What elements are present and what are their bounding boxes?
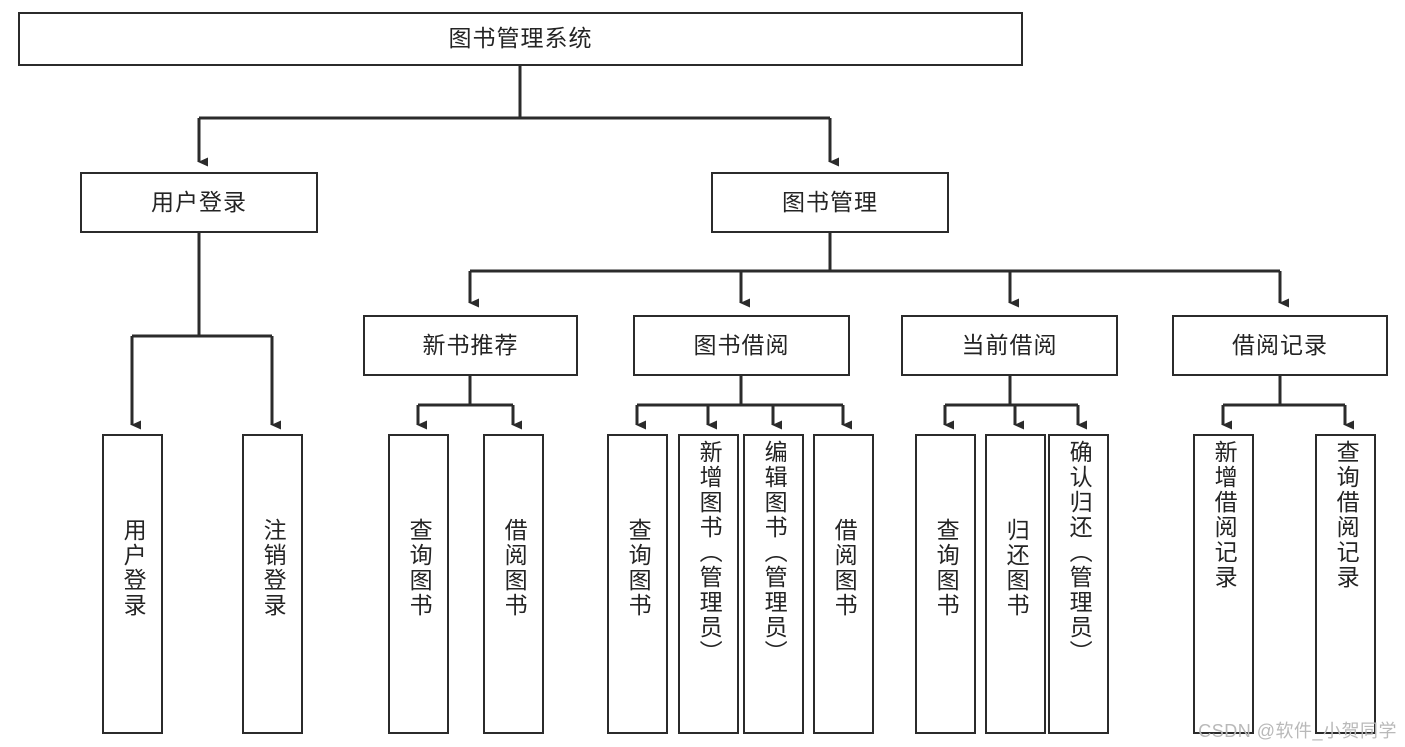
leaf-label: 归还图书 (1003, 518, 1030, 618)
node-current-borrow[interactable]: 当前借阅 (901, 315, 1118, 376)
leaf-book-borrow-add[interactable]: 新增图书（管理员） (678, 434, 739, 734)
leaf-borrow-record-query[interactable]: 查询借阅记录 (1315, 434, 1376, 734)
leaf-current-borrow-query[interactable]: 查询图书 (915, 434, 976, 734)
leaf-label: 确认归还（管理员） (1066, 440, 1093, 665)
node-user-login-label: 用户登录 (151, 188, 247, 215)
leaf-new-book-rec-query[interactable]: 查询图书 (388, 434, 449, 734)
node-current-borrow-label: 当前借阅 (961, 331, 1058, 358)
node-book-manage-label: 图书管理 (782, 188, 878, 215)
node-book-manage[interactable]: 图书管理 (711, 172, 949, 233)
leaf-label: 新增借阅记录 (1211, 440, 1238, 590)
leaf-label: 借阅图书 (501, 518, 528, 618)
leaf-label: 借阅图书 (831, 518, 858, 618)
leaf-user-login-login[interactable]: 用户登录 (102, 434, 163, 734)
leaf-new-book-rec-borrow[interactable]: 借阅图书 (483, 434, 544, 734)
leaf-book-borrow-query[interactable]: 查询图书 (607, 434, 668, 734)
node-borrow-record-label: 借阅记录 (1232, 331, 1328, 358)
node-new-book-rec[interactable]: 新书推荐 (363, 315, 578, 376)
leaf-label: 查询图书 (933, 518, 960, 618)
leaf-label: 注销登录 (260, 518, 287, 618)
node-borrow-record[interactable]: 借阅记录 (1172, 315, 1388, 376)
leaf-user-login-logout[interactable]: 注销登录 (242, 434, 303, 734)
node-book-borrow[interactable]: 图书借阅 (633, 315, 850, 376)
node-book-borrow-label: 图书借阅 (693, 331, 790, 358)
node-root[interactable]: 图书管理系统 (18, 12, 1023, 66)
leaf-book-borrow-borrow[interactable]: 借阅图书 (813, 434, 874, 734)
leaf-borrow-record-add[interactable]: 新增借阅记录 (1193, 434, 1254, 734)
leaf-label: 编辑图书（管理员） (761, 440, 788, 665)
leaf-label: 查询图书 (406, 518, 433, 618)
leaf-book-borrow-edit[interactable]: 编辑图书（管理员） (743, 434, 804, 734)
node-new-book-rec-label: 新书推荐 (422, 331, 519, 358)
leaf-current-borrow-confirm[interactable]: 确认归还（管理员） (1048, 434, 1109, 734)
node-root-label: 图书管理系统 (448, 25, 593, 52)
watermark: CSDN @软件_小贺同学 (1198, 721, 1397, 741)
leaf-label: 用户登录 (120, 518, 147, 618)
leaf-label: 查询图书 (625, 518, 652, 618)
node-user-login[interactable]: 用户登录 (80, 172, 318, 233)
leaf-label: 新增图书（管理员） (696, 440, 723, 665)
leaf-label: 查询借阅记录 (1333, 440, 1360, 590)
leaf-current-borrow-return[interactable]: 归还图书 (985, 434, 1046, 734)
